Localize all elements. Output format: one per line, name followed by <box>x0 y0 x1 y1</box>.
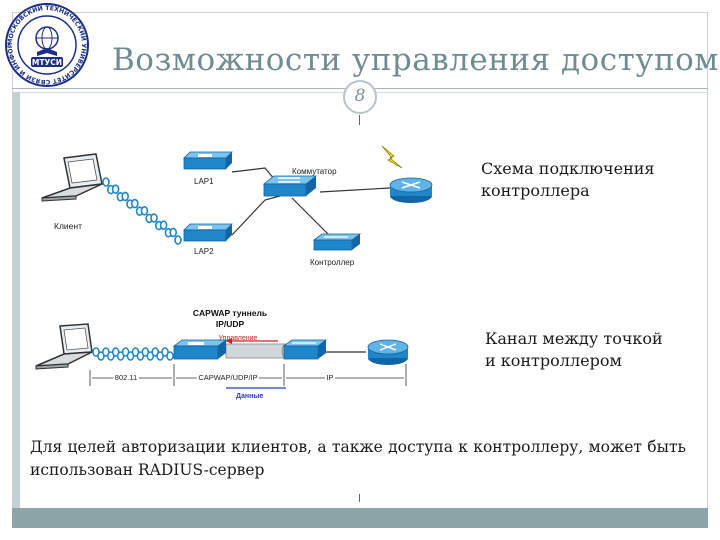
wireless-bead <box>102 177 110 187</box>
diagram1-caption-line2: контроллера <box>481 181 590 200</box>
client-laptop-icon <box>41 153 103 202</box>
footer-bar <box>12 508 708 528</box>
diagram1-caption-line1: Схема подключения <box>481 159 655 178</box>
controller-icon <box>312 233 362 251</box>
center-marker-top <box>359 115 360 125</box>
body-text: Для целей авторизации клиентов, а также … <box>30 438 686 479</box>
diagram2-caption: Канал между точкой и контроллером <box>485 328 663 372</box>
lap2-label: LAP2 <box>194 247 214 256</box>
university-logo: МОСКОВСКИЙ ТЕХНИЧЕСКИЙ УНИВЕРСИТЕТ СВЯЗИ… <box>4 2 89 87</box>
data-label: Данные <box>236 393 263 400</box>
wireless-bead <box>174 235 182 245</box>
wireless-bead <box>121 191 129 202</box>
tunnel-cylinder <box>225 343 291 359</box>
slide-title: Возможности управления доступом <box>112 42 719 78</box>
wireless-link <box>102 177 182 245</box>
lightning-icon <box>381 145 403 169</box>
access-point-icon <box>172 339 228 360</box>
logo-abbr: МТУСИ <box>32 58 62 67</box>
tunnel-label-line1: CAPWAP туннель <box>193 308 267 318</box>
wireless-bead <box>166 351 174 361</box>
router-icon-2 <box>367 339 409 365</box>
diagram2-caption-line2: и контроллером <box>485 351 622 370</box>
wireless-bead <box>131 198 139 209</box>
client-label: Клиент <box>54 221 82 231</box>
lap1-access-point-icon <box>183 151 233 170</box>
switch-label: Коммутатор <box>292 167 337 176</box>
control-label: Управление <box>219 335 258 342</box>
segment-markers <box>89 364 407 386</box>
capwap-tunnel-diagram: CAPWAP туннель IP/UDP Управление <box>35 308 409 400</box>
lap1-label: LAP1 <box>194 177 214 186</box>
wireless-link-2 <box>92 347 174 361</box>
lap2-access-point-icon <box>183 223 233 242</box>
wireless-bead <box>159 220 168 230</box>
page-number: 8 <box>343 80 377 114</box>
wireless-bead <box>111 184 120 195</box>
switch-icon <box>262 175 318 197</box>
diagram1-caption: Схема подключения контроллера <box>481 158 655 202</box>
client-laptop-icon-2 <box>35 323 93 370</box>
left-decor-bar <box>12 92 20 526</box>
segment-ip-label: IP <box>326 373 333 382</box>
center-marker-bottom <box>359 494 360 502</box>
diagram2-caption-line1: Канал между точкой <box>485 329 663 348</box>
segment-80211-label: 802.11 <box>115 373 137 382</box>
wireless-bead <box>169 227 177 238</box>
segment-capwap-label: CAPWAP/UDP/IP <box>198 373 257 382</box>
wireless-bead <box>150 213 158 223</box>
router-icon <box>389 177 433 203</box>
wireless-bead <box>140 206 149 216</box>
controller-icon-2 <box>282 339 328 360</box>
tunnel-label-line2: IP/UDP <box>216 319 245 329</box>
controller-connection-diagram: Клиент LAP1 LAP2 Коммутатор Контроллер <box>41 145 433 267</box>
controller-label: Контроллер <box>310 258 355 267</box>
